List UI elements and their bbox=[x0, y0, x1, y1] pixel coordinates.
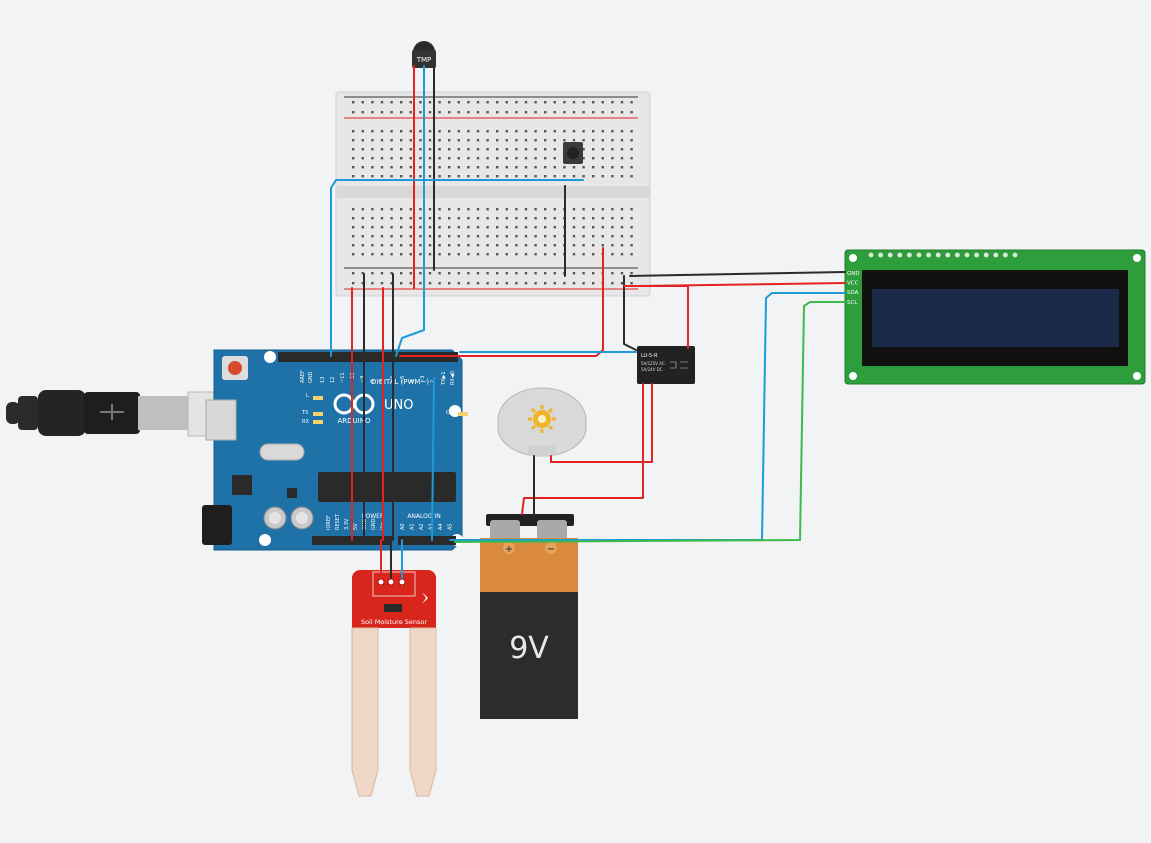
digital-label: DIGITAL (PWM~) bbox=[371, 378, 429, 386]
analog-pins-1: A1 bbox=[410, 523, 416, 530]
digital-pins-5: 8 bbox=[370, 380, 376, 383]
soil-sensor-pins bbox=[377, 578, 406, 586]
lcd-pin-vcc: VCC bbox=[847, 281, 859, 287]
soil-sensor-label: Soil Moisture Sensor bbox=[361, 618, 427, 626]
digital-pins-2: ~11 bbox=[340, 372, 346, 383]
wire-analog-a0 bbox=[431, 377, 435, 541]
battery-plus: + bbox=[505, 544, 513, 555]
wire-relay-motor bbox=[550, 383, 653, 463]
wires bbox=[330, 65, 846, 581]
power-label: POWER bbox=[362, 513, 384, 520]
wire-button-signal bbox=[330, 179, 584, 357]
wire-tmp-out bbox=[395, 65, 425, 357]
analog-pins-0: A0 bbox=[400, 523, 406, 530]
wire-lcd-vcc bbox=[639, 282, 846, 287]
digital-pins-10: ~3 bbox=[420, 376, 426, 383]
lcd-pin-gnd: GND bbox=[847, 271, 860, 277]
wire-lcd-gnd bbox=[629, 271, 846, 277]
power-pins-2: 3.3V bbox=[344, 518, 350, 530]
usb-cable-icon[interactable] bbox=[6, 390, 225, 437]
soil-moisture-sensor[interactable]: Soil Moisture Sensor bbox=[351, 570, 437, 797]
wire-relay-gnd bbox=[623, 275, 637, 351]
aref-label: AREF bbox=[300, 370, 306, 383]
rx-label: RX bbox=[302, 419, 309, 425]
analog-pins-4: A4 bbox=[438, 523, 444, 530]
l-label: L bbox=[306, 393, 309, 399]
lcd-pin-sda: SDA bbox=[847, 290, 859, 296]
tx1-label: TX▶1 bbox=[441, 371, 447, 386]
on-label: ON bbox=[446, 410, 454, 416]
relay-line2: 5A/24V DC bbox=[641, 367, 663, 372]
power-pins-3: 5V bbox=[353, 523, 359, 530]
gnd-pin-label: GND bbox=[308, 371, 314, 383]
digital-pins-9: 4 bbox=[410, 380, 416, 383]
arduino-uno[interactable]: ARDUINO UNO DIGITAL (PWM~) ANALOG IN POW… bbox=[202, 349, 468, 551]
battery-label: 9V bbox=[509, 631, 549, 666]
power-pins-0: IOREF bbox=[326, 515, 332, 530]
analog-pins-5: A5 bbox=[448, 523, 454, 530]
analog-label: ANALOG IN bbox=[407, 513, 440, 520]
lcd-pin-labels: GND VCC SDA SCL bbox=[847, 271, 860, 306]
battery-minus: − bbox=[547, 544, 555, 555]
analog-pins-2: A2 bbox=[419, 523, 425, 530]
arduino-model: UNO bbox=[384, 398, 413, 413]
digital-pins-0: 13 bbox=[320, 377, 326, 383]
wire-relay-battery bbox=[521, 383, 644, 515]
tmp-label: TMP bbox=[416, 56, 432, 64]
digital-pins-1: 12 bbox=[330, 377, 336, 383]
breadboard-holes bbox=[352, 101, 633, 285]
lcd-pin-scl: SCL bbox=[847, 300, 858, 306]
relay-title: LU-5-R bbox=[641, 353, 658, 359]
power-pins-1: RESET bbox=[335, 513, 341, 530]
push-button[interactable] bbox=[563, 142, 583, 164]
reset-button[interactable] bbox=[228, 361, 242, 375]
lcd-header-pins bbox=[868, 252, 1018, 258]
rx0-label: RX◀0 bbox=[450, 371, 456, 385]
power-pins-5: GND bbox=[371, 518, 377, 530]
battery-9v[interactable]: + − 9V bbox=[480, 514, 578, 719]
lcd-display[interactable]: GND VCC SDA SCL bbox=[844, 249, 1146, 385]
dc-motor-icon[interactable] bbox=[497, 387, 587, 457]
tmp-sensor[interactable]: TMP bbox=[412, 41, 436, 68]
relay-line1: 5A/125V AC bbox=[641, 361, 665, 366]
digital-pins-8: ~5 bbox=[400, 376, 406, 383]
tx-label: TX bbox=[301, 410, 309, 416]
arduino-brand: ARDUINO bbox=[338, 417, 371, 425]
sensor-logo-icon bbox=[422, 592, 428, 604]
relay[interactable]: LU-5-R 5A/125V AC 5A/24V DC bbox=[637, 346, 695, 384]
wire-lcd-scl bbox=[454, 301, 846, 543]
